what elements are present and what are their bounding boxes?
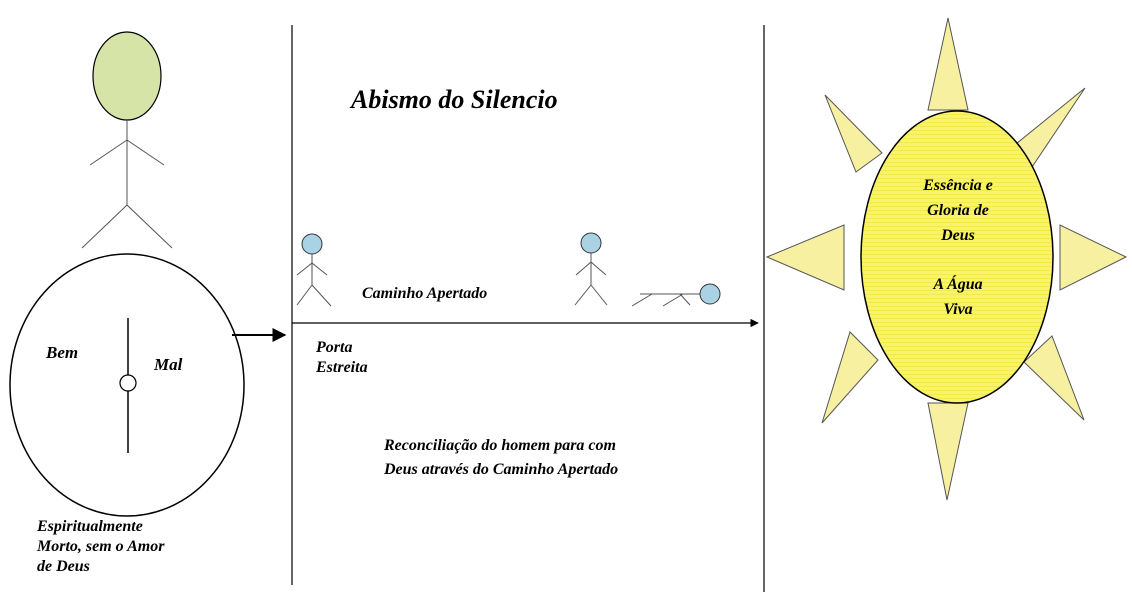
sun-center [860, 110, 1054, 404]
evil-label: Mal [154, 355, 183, 374]
good-label: Bem [46, 343, 79, 362]
person-head [92, 31, 162, 121]
reconciliation-caption: Reconciliação do homem para com Deus atr… [384, 437, 619, 478]
walker-figure-gate [296, 233, 332, 307]
sun-caption: Essência e Gloria de Deus A Água Viva [923, 177, 993, 318]
spiritually-dead-caption: Espiritualmente Morto, sem o Amor de Deu… [37, 518, 165, 575]
narrow-path-label: Caminho Apertado [362, 285, 488, 302]
sun-rays [765, 17, 1128, 501]
fallen-figure [631, 283, 721, 307]
narrow-gate-label: Porta Estreita [316, 339, 368, 376]
abyss-title: Abismo do Silencio [351, 85, 558, 114]
walker-figure-path [574, 232, 608, 306]
good-evil-circle [9, 253, 245, 517]
person-figure [81, 31, 173, 249]
